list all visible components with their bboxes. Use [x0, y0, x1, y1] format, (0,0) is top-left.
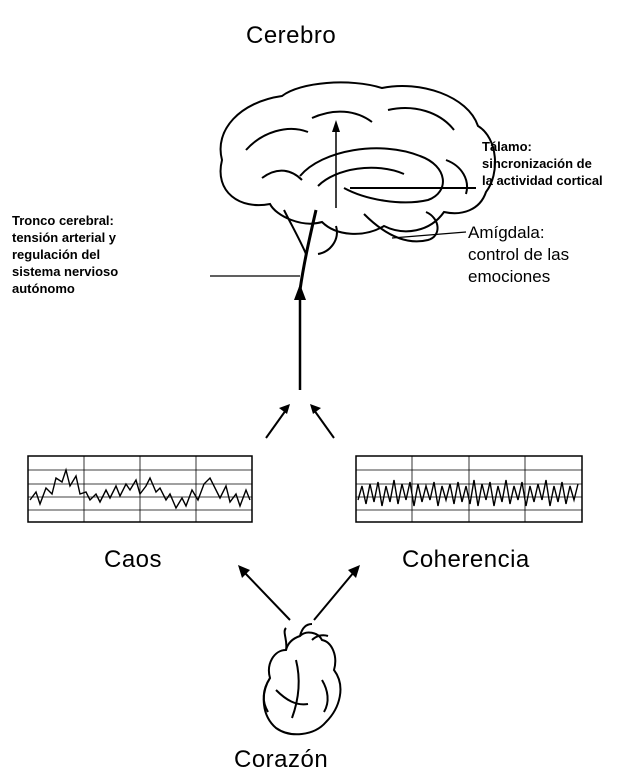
- coherence-label: Coherencia: [402, 546, 530, 573]
- heart-icon: [262, 623, 342, 736]
- brain-title: Cerebro: [246, 22, 337, 49]
- right-lower-arrowhead: [348, 565, 360, 578]
- coherence-graph: [355, 455, 583, 523]
- left-lower-arrow: [243, 571, 291, 621]
- chaos-label: Caos: [104, 546, 163, 573]
- brain-icon: [219, 81, 496, 291]
- brainstem-label: Tronco cerebral: tensión arterial y regu…: [12, 213, 119, 296]
- right-lower-arrow: [313, 571, 355, 621]
- brainstem-arrowhead: [294, 284, 306, 300]
- brain-pointer-arrowhead: [332, 120, 340, 132]
- amygdala-leader: [391, 231, 467, 239]
- left-lower-arrowhead: [238, 565, 250, 578]
- heart-label: Corazón: [234, 746, 329, 773]
- amygdala-label: Amígdala: control de las emociones: [468, 223, 570, 286]
- right-upper-arrowhead: [310, 404, 321, 414]
- left-upper-arrow: [265, 409, 287, 439]
- thalamus-label: Tálamo: sincronización de la actividad c…: [482, 139, 603, 188]
- right-upper-arrow: [313, 409, 335, 439]
- chaos-graph: [27, 455, 253, 523]
- left-upper-arrowhead: [279, 404, 290, 414]
